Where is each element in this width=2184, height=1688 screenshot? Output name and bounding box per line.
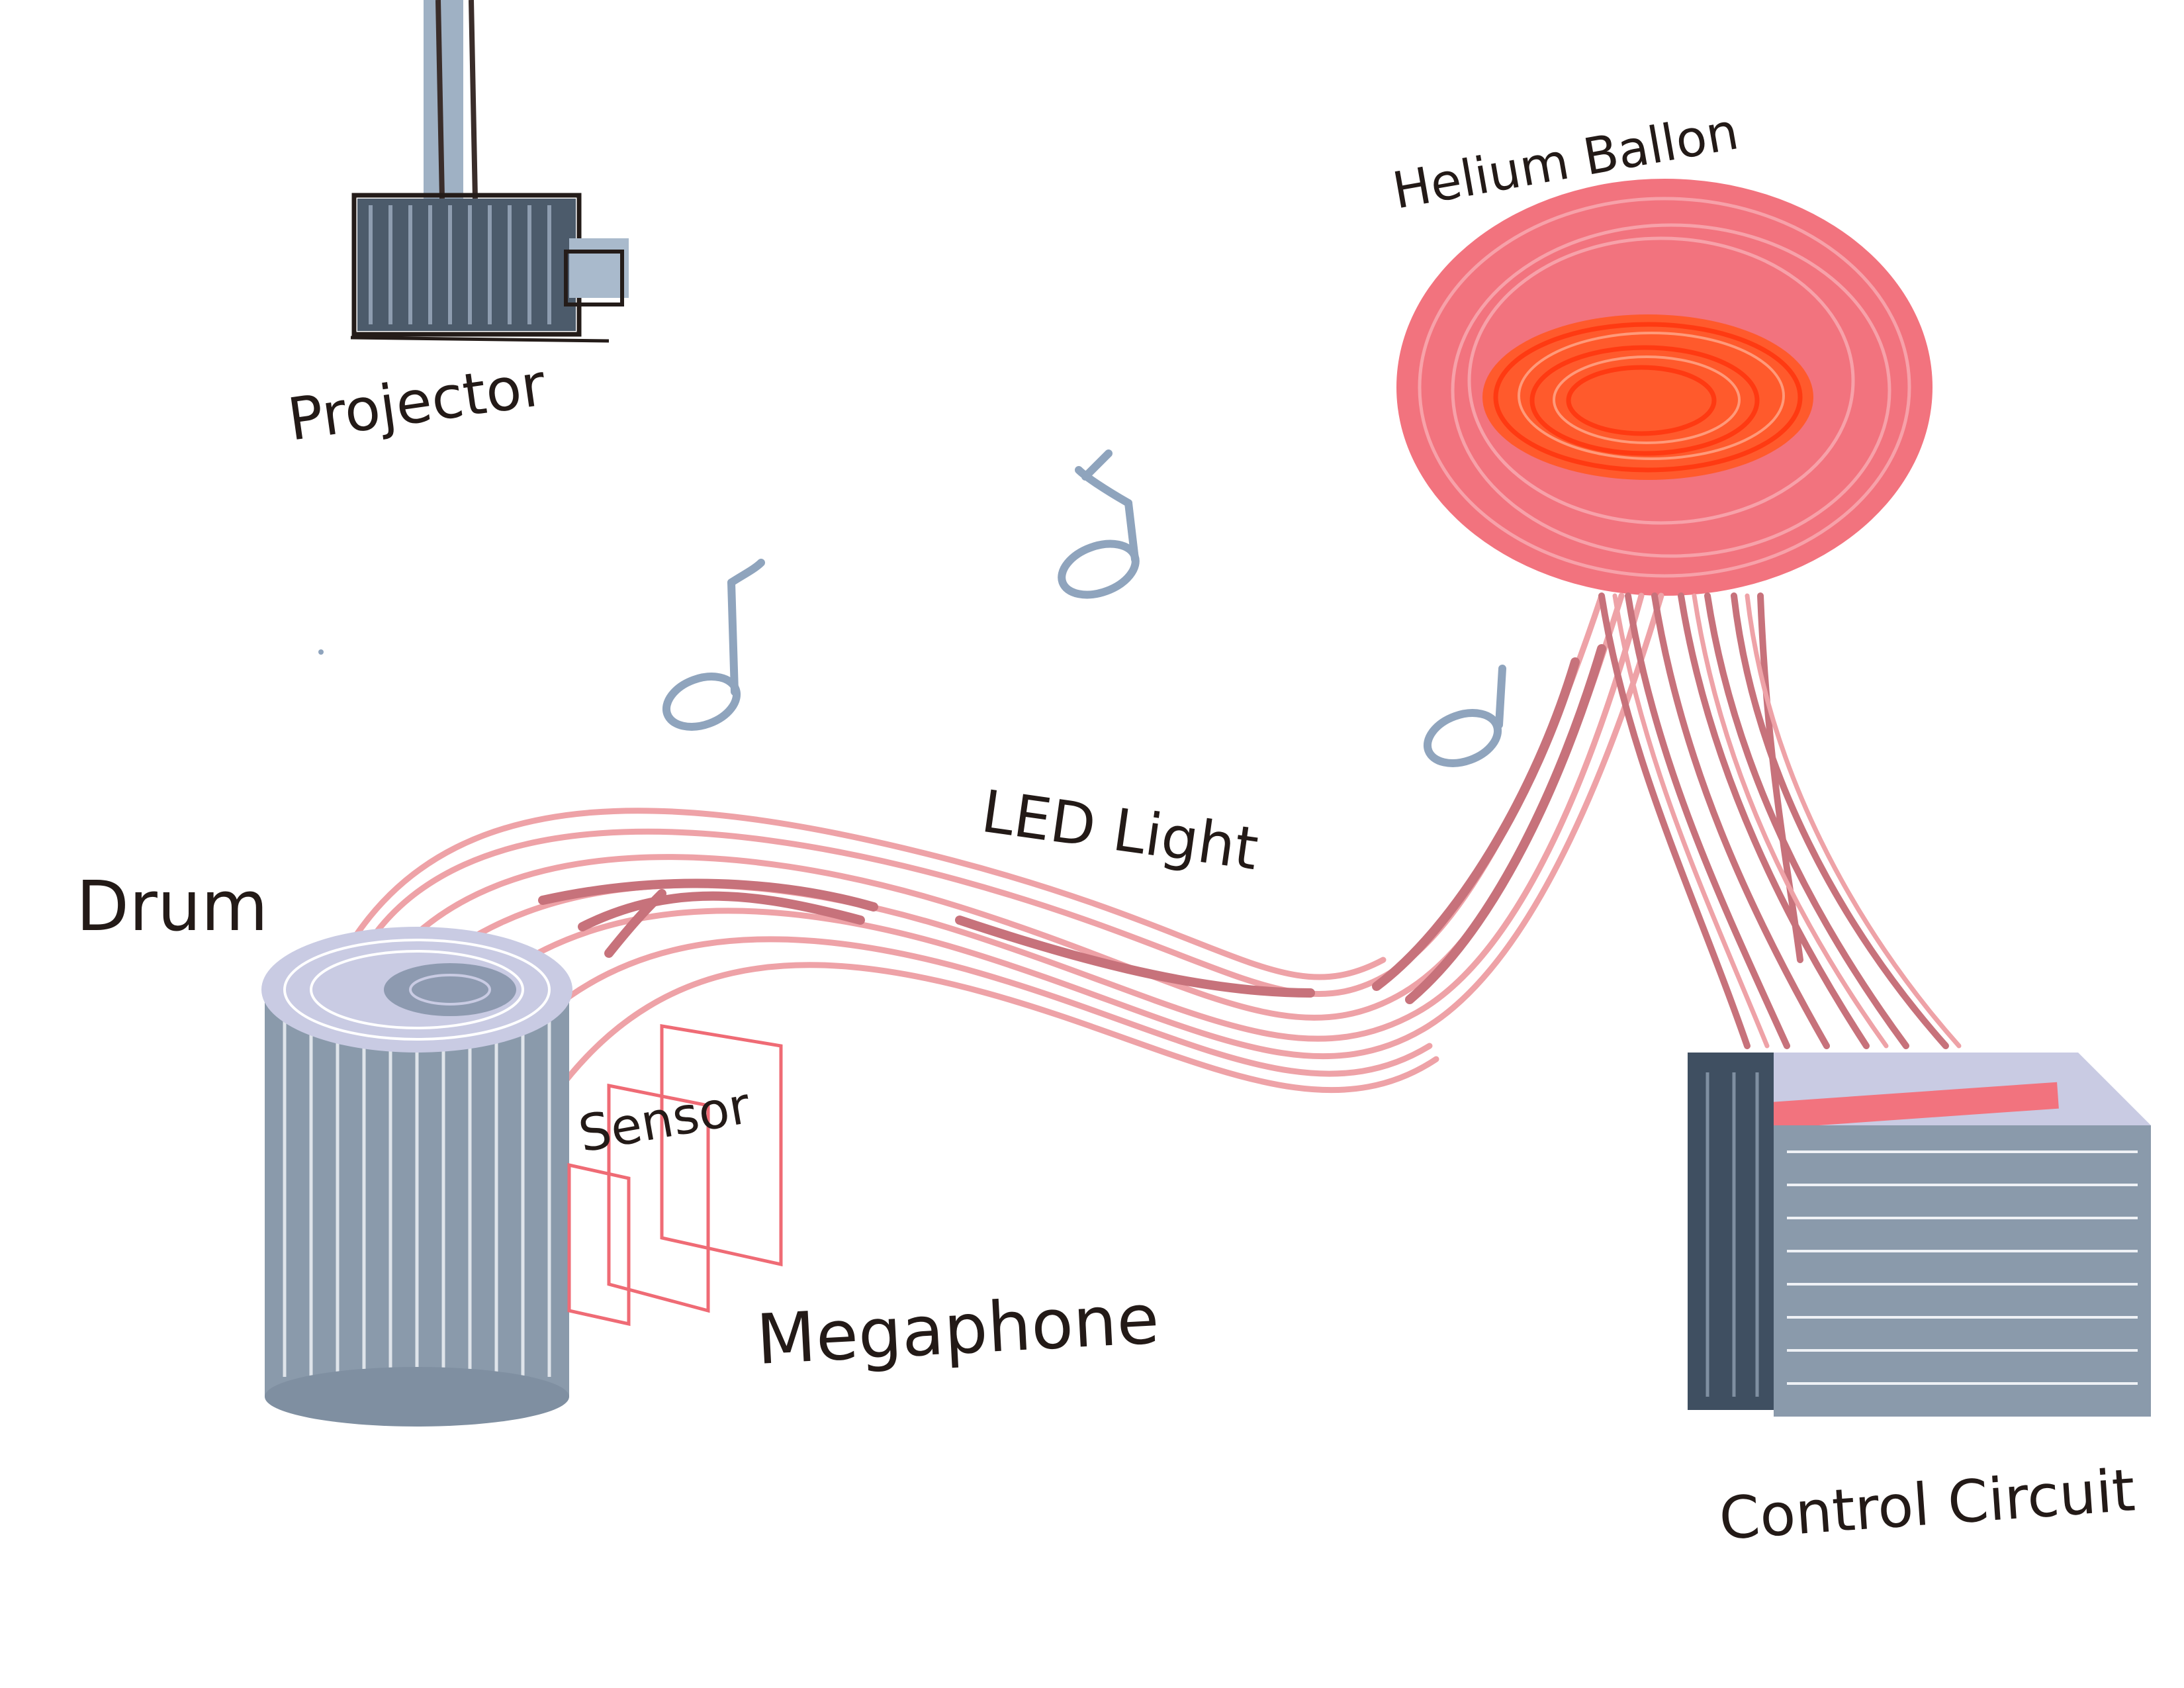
megaphone-label: Megaphone (754, 1278, 1161, 1380)
music-note-1 (662, 559, 765, 731)
control-box-icon (1688, 1053, 2151, 1417)
music-note-2 (1058, 449, 1140, 599)
projector-label: Projector (284, 350, 550, 454)
sensor-label: Sensor (574, 1076, 755, 1164)
megaphone-icon (567, 1024, 783, 1327)
drum-label: Drum (76, 866, 268, 947)
control-circuit-label: Control Circuit (1717, 1456, 2137, 1553)
stray-dot (318, 649, 324, 655)
led-light-label: LED Light (978, 777, 1262, 883)
drum-icon (261, 927, 572, 1427)
music-note-3 (1423, 665, 1506, 767)
led-light-strands (354, 592, 1962, 1115)
balloon-icon (1396, 179, 1933, 596)
music-note-icon (662, 449, 1506, 767)
projector-icon (350, 0, 629, 343)
